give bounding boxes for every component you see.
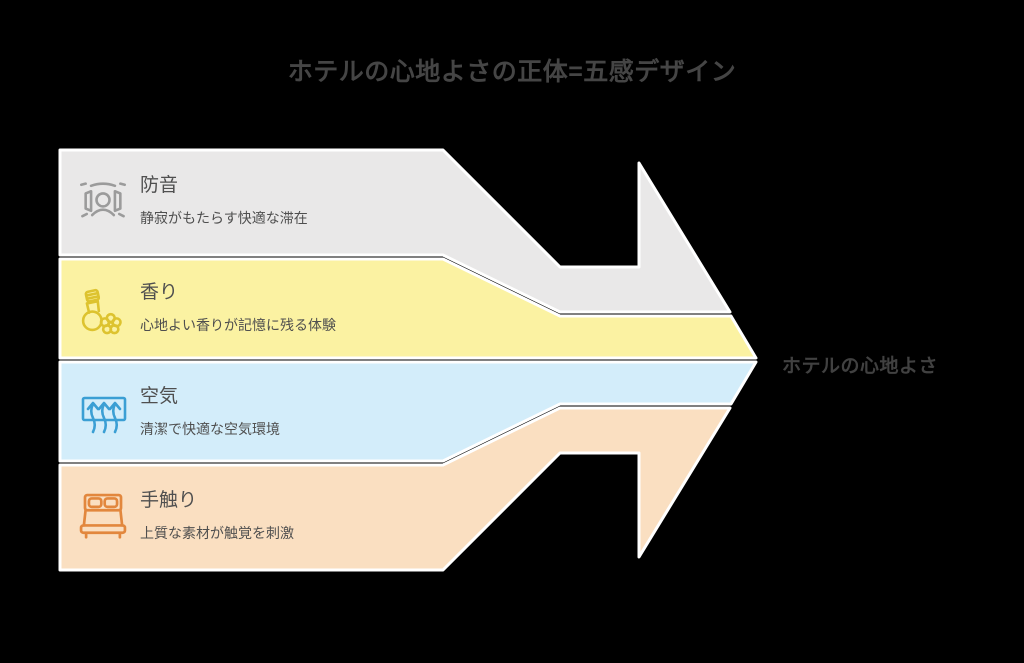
band-heading-air: 空気 <box>140 386 179 407</box>
band-shape-touch <box>58 406 732 572</box>
band-text-touch: 手触り 上質な素材が触覚を刺激 <box>140 489 294 542</box>
bed-icon <box>79 493 127 539</box>
band-shape-air <box>58 360 758 463</box>
air-vent-arrows-icon <box>81 396 127 434</box>
perfume-bottle-flower-icon <box>81 288 122 335</box>
result-label: ホテルの心地よさ <box>782 356 939 377</box>
band-shape-soundproof <box>58 148 732 314</box>
band-desc-touch: 上質な素材が触覚を刺激 <box>140 525 294 541</box>
band-heading-touch: 手触り <box>140 490 198 511</box>
band-text-soundproof: 防音 静寂がもたらす快適な滞在 <box>140 174 308 227</box>
band-heading-soundproof: 防音 <box>140 175 179 196</box>
page-title: ホテルの心地よさの正体=五感デザイン <box>287 58 737 86</box>
band-desc-air: 清潔で快適な空気環境 <box>140 421 280 437</box>
band-text-air: 空気 清潔で快適な空気環境 <box>140 385 280 438</box>
soundproof-audience-icon <box>80 182 126 218</box>
band-text-scent: 香り 心地よい香りが記憶に残る体験 <box>140 281 336 334</box>
band-shape-scent <box>58 257 758 360</box>
band-desc-soundproof: 静寂がもたらす快適な滞在 <box>140 210 308 226</box>
band-heading-scent: 香り <box>140 282 179 303</box>
band-desc-scent: 心地よい香りが記憶に残る体験 <box>140 317 336 333</box>
